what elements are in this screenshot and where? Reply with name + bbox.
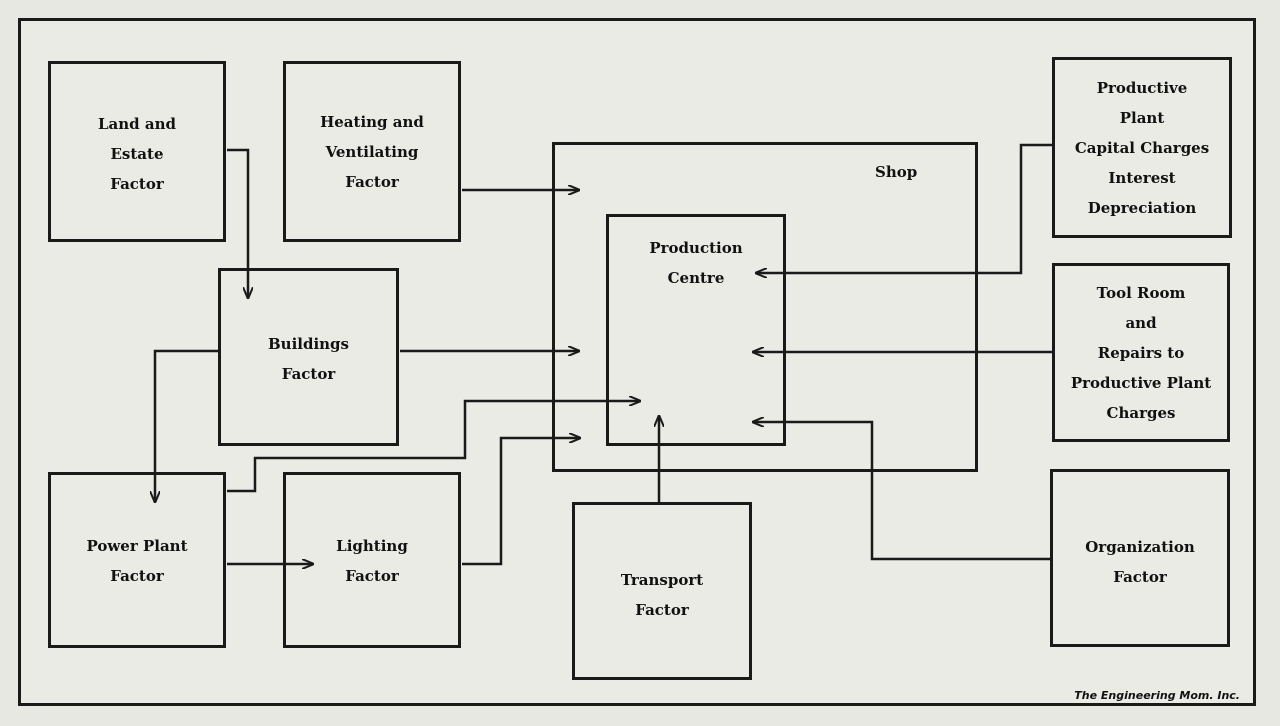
lighting-label: Lighting Factor	[336, 537, 408, 585]
production-centre-box: Production Centre	[606, 214, 786, 446]
organization-label: Organization Factor	[1085, 538, 1195, 586]
land-estate-box: Land and Estate Factor	[48, 61, 226, 242]
heating-ventilating-box: Heating and Ventilating Factor	[283, 61, 461, 242]
arrow-land-to-buildings	[227, 148, 248, 298]
land-estate-label: Land and Estate Factor	[98, 115, 176, 193]
publisher-credit: The Engineering Mom. Inc.	[1074, 689, 1240, 702]
buildings-label: Buildings Factor	[267, 335, 349, 383]
power-plant-box: Power Plant Factor	[48, 472, 226, 648]
transport-box: Transport Factor	[572, 502, 752, 680]
productive-plant-label: Productive Plant Capital Charges Interes…	[1074, 79, 1210, 217]
arrow-productive-to-production	[756, 143, 1052, 273]
shop-label: Shop	[875, 163, 918, 181]
tool-room-box: Tool Room and Repairs to Productive Plan…	[1052, 263, 1230, 442]
productive-plant-box: Productive Plant Capital Charges Interes…	[1052, 57, 1232, 238]
arrow-organization-to-production	[753, 422, 1050, 561]
heating-ventilating-label: Heating and Ventilating Factor	[320, 113, 424, 191]
arrow-lighting-to-shop	[462, 438, 580, 566]
transport-label: Transport Factor	[620, 571, 704, 619]
power-plant-label: Power Plant Factor	[86, 537, 188, 585]
organization-box: Organization Factor	[1050, 469, 1230, 647]
production-centre-label: Production Centre	[649, 239, 743, 287]
tool-room-label: Tool Room and Repairs to Productive Plan…	[1070, 284, 1212, 422]
arrow-buildings-to-power	[155, 349, 218, 502]
arrow-power-to-production	[227, 401, 640, 493]
